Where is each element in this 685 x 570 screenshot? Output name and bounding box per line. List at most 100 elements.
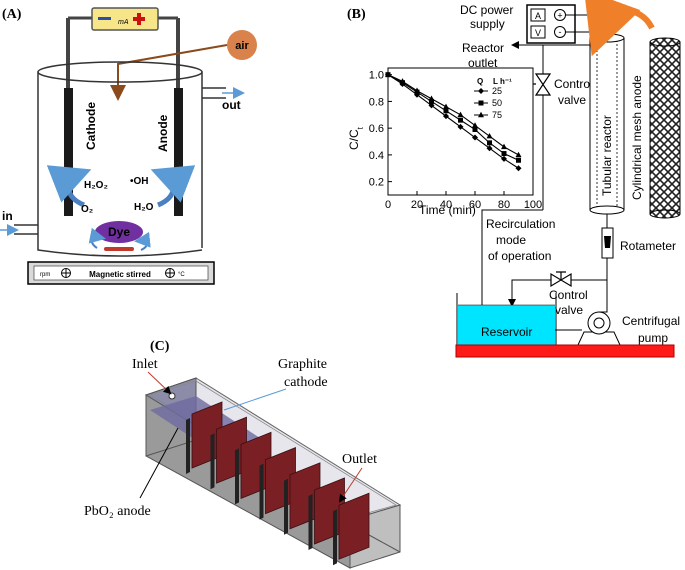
panel-c-label: (C) [150,339,170,354]
legend-entry: 75 [492,110,502,120]
reactor-outlet-label-2: outlet [468,56,498,70]
h2o-label: H₂O [134,202,154,213]
pbo2-anode-plate [259,463,264,520]
oh-radical-label: •OH [130,176,149,187]
return-line [478,209,543,332]
x-tick-label: 100 [524,199,542,211]
legend-marker [478,100,484,106]
mesh-anode-label: Cylindrical mesh anode [630,75,644,200]
ammeter-display: A [535,11,541,21]
graphite-label-2: cathode [284,375,328,390]
outlet-label: Outlet [342,452,377,467]
dye-label: Dye [108,225,130,239]
legend-unit: L h⁻¹ [493,77,512,86]
tubular-reactor-label: Tubular reactor [600,115,614,196]
air-label: air [235,40,249,52]
dc-power-label: DC power [460,3,513,17]
pbo2-label: PbO₂ anode [84,504,151,519]
graphite-label-1: Graphite [278,357,327,372]
data-point [472,122,478,128]
recirculation-label-2: mode [496,233,526,247]
stir-bar [104,247,134,251]
legend-entry: 25 [492,86,502,96]
data-point [399,78,406,84]
x-tick-label: 40 [440,199,452,211]
base-plate [455,344,675,358]
x-tick-label: 20 [411,199,423,211]
data-point [457,123,464,130]
pbo2-anode-plate [308,494,313,550]
air-bubble-icon [227,30,257,60]
rotameter [601,227,614,259]
data-point [486,132,493,139]
outlet-arrow [338,467,363,503]
panel-b: (B) DC power supply A V + - Reactor outl… [347,0,681,358]
dye-blob [95,221,143,243]
ammeter: mA [91,7,159,31]
data-point [486,145,493,152]
pump-label-1: Centrifugal [622,314,680,328]
negative-terminal: - [559,27,562,37]
pump-label-2: pump [638,331,668,345]
plus-sign-icon [133,13,145,25]
chart-series [385,71,522,172]
minus-sign-icon [98,17,111,20]
legend-marker [478,111,484,118]
air-tube [110,44,228,101]
anode-reaction-arrow [150,165,196,208]
rpm-knob-icon[interactable] [61,268,71,278]
series-line [387,74,519,161]
cylindrical-mesh-anode [649,37,681,219]
temperature-knob-icon[interactable] [165,268,175,278]
y-tick-label: 0.2 [369,177,384,189]
stir-left-arrow [88,227,106,249]
anode-electrode [174,88,183,216]
reservoir-label: Reservoir [481,325,532,339]
data-point [428,102,435,109]
panel-b-label: (B) [347,7,366,22]
inlet-label: Inlet [132,357,158,372]
recirculation-label-1: Recirculation [486,217,555,231]
x-tick-label: 0 [385,199,391,211]
dc-power-supply: A V + - [526,4,576,44]
series-line [387,74,519,156]
panel-c: (C) Inlet Graphite cathode Outlet [84,339,402,569]
rotameter-label: Rotameter [620,239,676,253]
y-axis-label: C/Ct [347,126,365,150]
control-valve-bottom-label-2: valve [555,303,583,317]
data-point [443,113,449,120]
y-tick-label: 1.0 [369,70,384,82]
data-point [515,151,522,158]
bypass-line [508,279,607,307]
cathode-electrode [64,88,73,216]
series-75 [385,71,522,158]
voltmeter-display: V [535,28,541,38]
cathode-reaction-arrow [46,165,92,208]
control-valve-bottom-icon[interactable] [550,271,572,288]
data-point [487,140,492,146]
data-point [429,98,434,104]
h2o2-label: H₂O₂ [84,180,108,191]
out-label: out [222,98,241,112]
control-valve-bottom-label-1: Control [549,288,588,302]
centrifugal-pump-icon [577,308,621,346]
data-point [457,111,464,117]
pbo2-anode-plate [210,433,215,490]
legend-title: Q [477,77,483,86]
y-ticks: 0.20.40.60.81.0 [369,70,392,189]
pbo2-anode-plate [235,448,239,505]
y-tick-label: 0.8 [369,96,384,108]
in-label: in [2,209,13,223]
flow-reactor-3d [144,377,402,569]
control-valve-top-icon[interactable] [529,73,552,96]
insertion-arrow [584,0,655,57]
pbo2-pointer [139,427,179,499]
reservoir [456,293,557,346]
tubular-reactor [589,33,625,215]
positive-terminal: + [557,11,562,21]
data-point [443,108,449,114]
magnetic-stirrer: rpm Magnetic stirred °C [27,261,215,285]
